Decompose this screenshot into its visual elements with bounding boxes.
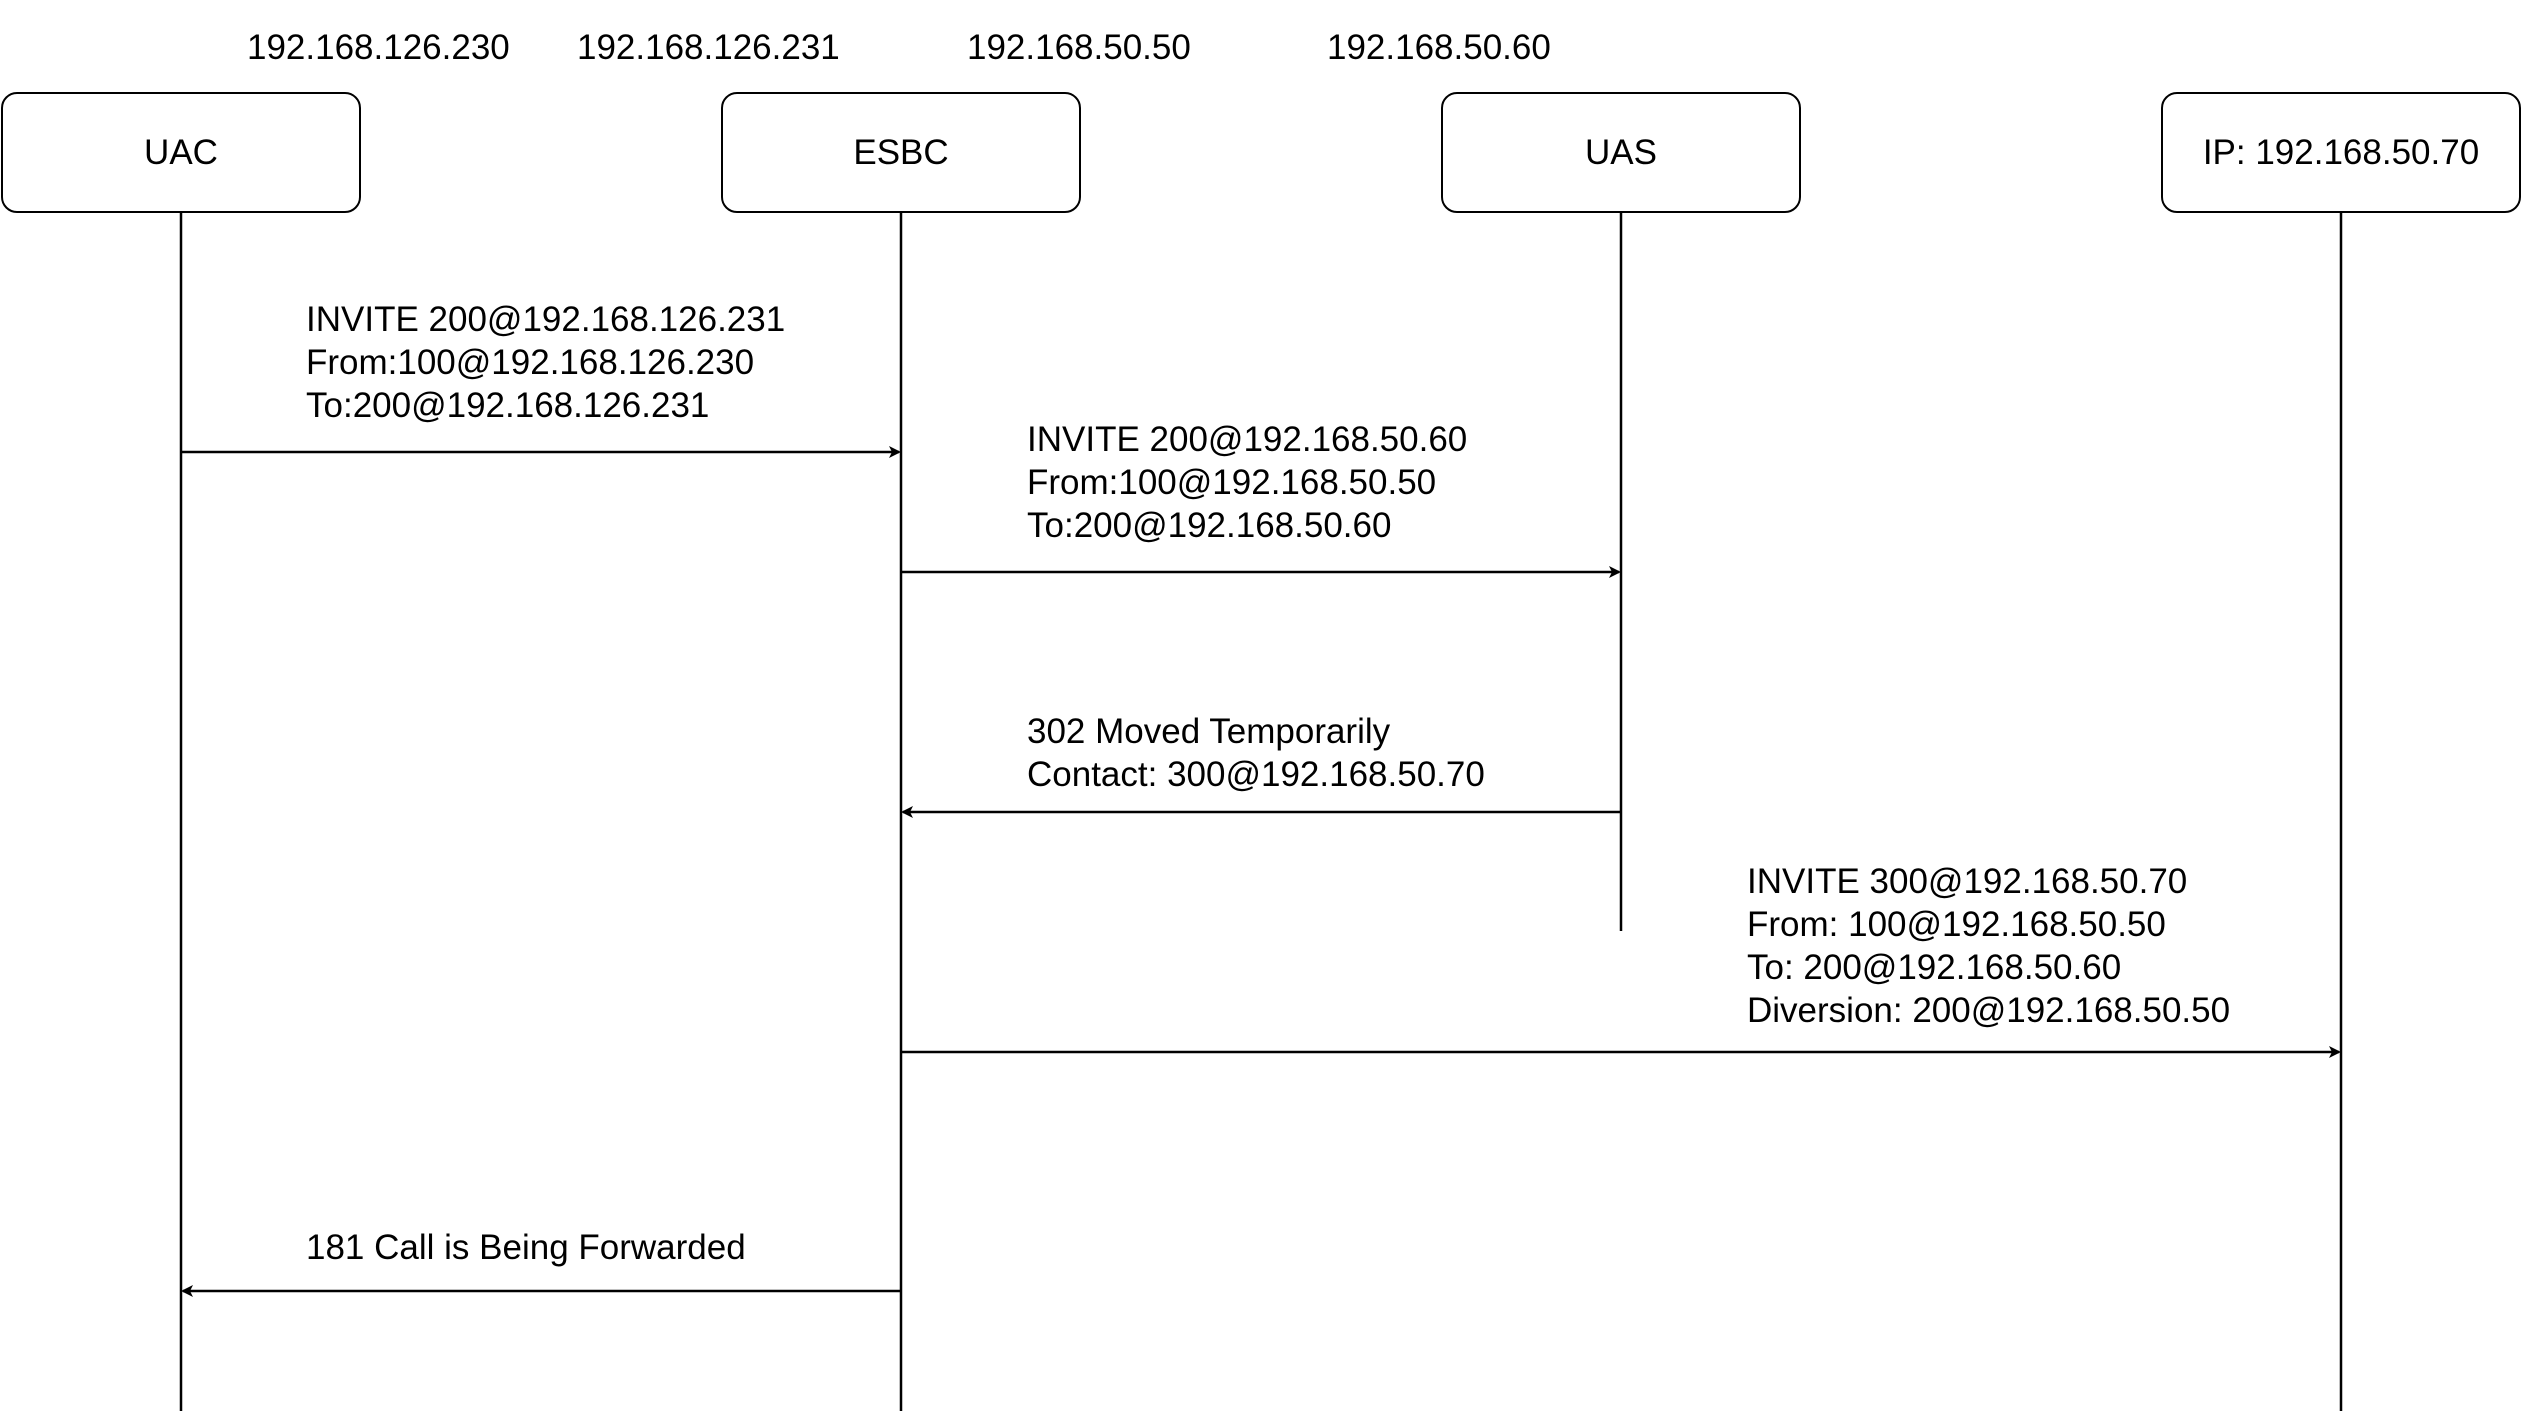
message-label-invite-uac-to-esbc: INVITE 200@192.168.126.231 From:100@192.… (306, 298, 785, 427)
address-label-esbc-outside: 192.168.126.231 (577, 28, 840, 67)
message-line: INVITE 300@192.168.50.70 (1747, 862, 2188, 901)
message-line: From: 100@192.168.50.50 (1747, 905, 2166, 944)
message-line: INVITE 200@192.168.50.60 (1027, 420, 1468, 459)
participant-target: IP: 192.168.50.70 (2161, 92, 2521, 213)
address-label-esbc-inside: 192.168.50.50 (967, 28, 1191, 67)
message-line: To: 200@192.168.50.60 (1747, 948, 2122, 987)
message-line: 302 Moved Temporarily (1027, 712, 1391, 751)
message-line: INVITE 200@192.168.126.231 (306, 300, 786, 339)
message-label-invite-esbc-to-uas: INVITE 200@192.168.50.60 From:100@192.16… (1027, 418, 1467, 547)
participant-label: UAC (144, 132, 218, 172)
message-label-invite-esbc-to-target: INVITE 300@192.168.50.70 From: 100@192.1… (1747, 860, 2230, 1032)
address-label-uas: 192.168.50.60 (1327, 28, 1551, 67)
message-line: From:100@192.168.50.50 (1027, 463, 1437, 502)
address-label-uac: 192.168.126.230 (247, 28, 510, 67)
message-label-302-uas-to-esbc: 302 Moved Temporarily Contact: 300@192.1… (1027, 710, 1485, 796)
message-line: To:200@192.168.126.231 (306, 386, 710, 425)
participant-uac: UAC (1, 92, 361, 213)
message-line: Contact: 300@192.168.50.70 (1027, 755, 1485, 794)
participant-label: UAS (1585, 132, 1657, 172)
message-line: From:100@192.168.126.230 (306, 343, 755, 382)
message-label-181-esbc-to-uac: 181 Call is Being Forwarded (306, 1226, 746, 1269)
participant-label: IP: 192.168.50.70 (2202, 132, 2480, 172)
message-line: 181 Call is Being Forwarded (306, 1228, 746, 1267)
message-line: To:200@192.168.50.60 (1027, 506, 1392, 545)
participant-esbc: ESBC (721, 92, 1081, 213)
participant-label: ESBC (853, 132, 949, 172)
participant-uas: UAS (1441, 92, 1801, 213)
message-line: Diversion: 200@192.168.50.50 (1747, 991, 2231, 1030)
